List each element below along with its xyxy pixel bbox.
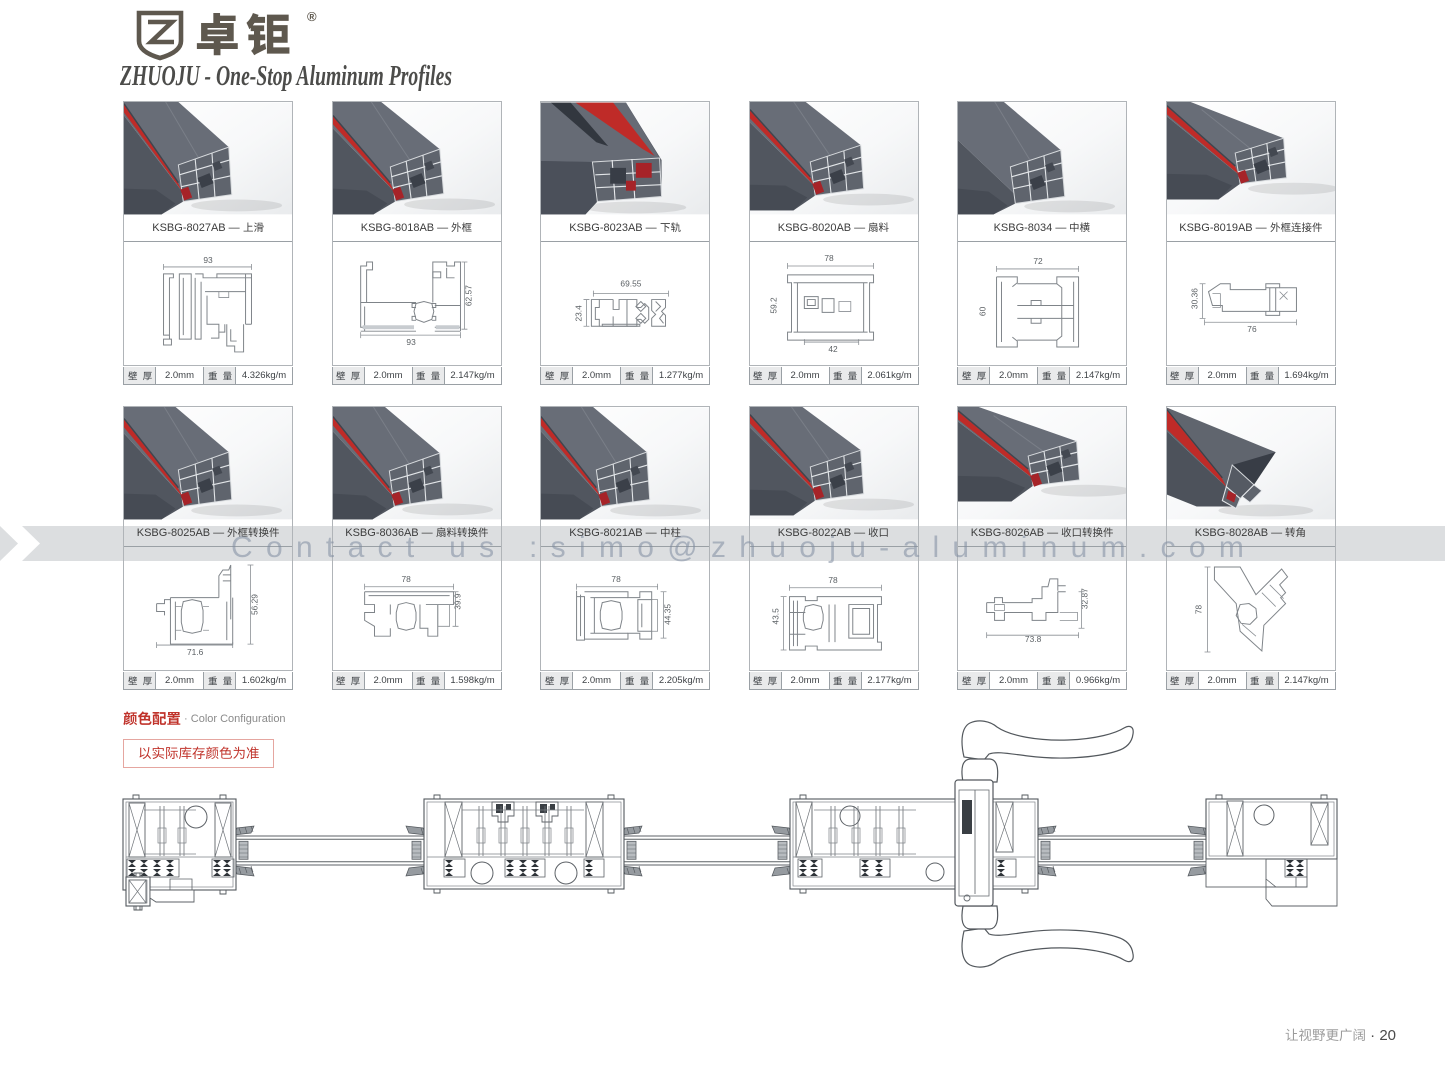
svg-text:69.55: 69.55 — [620, 279, 641, 289]
svg-text:43.5: 43.5 — [770, 608, 780, 625]
svg-text:78: 78 — [401, 574, 411, 584]
svg-text:23.4: 23.4 — [574, 305, 584, 322]
svg-text:60: 60 — [978, 306, 988, 316]
svg-text:62.57: 62.57 — [463, 285, 473, 306]
svg-text:®: ® — [307, 9, 317, 24]
svg-text:76: 76 — [1247, 324, 1257, 334]
svg-text:39.9: 39.9 — [452, 593, 462, 610]
svg-text:59.2: 59.2 — [768, 297, 778, 314]
svg-text:44.35: 44.35 — [662, 604, 672, 625]
svg-text:78: 78 — [828, 575, 838, 585]
svg-text:93: 93 — [203, 255, 213, 265]
svg-text:71.6: 71.6 — [187, 647, 204, 657]
svg-text:72: 72 — [1033, 256, 1043, 266]
svg-text:78: 78 — [1193, 605, 1203, 615]
svg-text:78: 78 — [611, 574, 621, 584]
svg-text:42: 42 — [828, 344, 838, 354]
svg-text:78: 78 — [824, 253, 834, 263]
svg-text:32.87: 32.87 — [1079, 588, 1089, 609]
svg-text:73.8: 73.8 — [1025, 634, 1042, 644]
svg-text:56.29: 56.29 — [249, 594, 259, 615]
svg-text:30.36: 30.36 — [1189, 288, 1199, 309]
svg-text:ZHUOJU - One-Stop Aluminum Pro: ZHUOJU - One-Stop Aluminum Profiles — [119, 61, 452, 92]
svg-text:93: 93 — [406, 337, 416, 347]
